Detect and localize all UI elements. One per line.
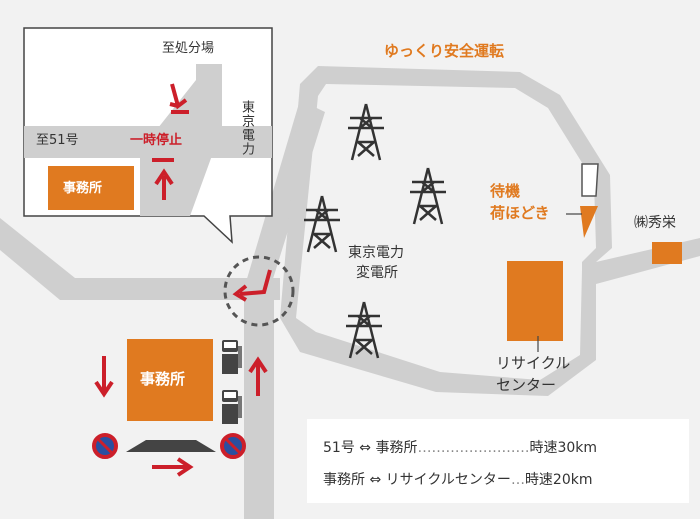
no-parking-icon bbox=[92, 433, 118, 459]
red-arrow-icon bbox=[154, 168, 174, 200]
map-title: ゆっくり安全運転 bbox=[384, 42, 505, 60]
inset-stop-label: 一時停止 bbox=[130, 133, 183, 148]
unloading-label: 荷ほどき bbox=[490, 204, 550, 222]
red-arrow-icon bbox=[94, 356, 114, 398]
inset-road-horizontal bbox=[24, 126, 272, 158]
road-main-vertical bbox=[244, 280, 274, 519]
waiting-slot bbox=[581, 163, 599, 197]
pylon-icon bbox=[410, 167, 446, 225]
red-arrow-icon bbox=[248, 356, 268, 396]
speed-row-2: 事務所 ⇔ リサイクルセンター…時速20km bbox=[323, 469, 593, 489]
shuei-label: ㈱秀栄 bbox=[634, 215, 676, 231]
truck-icon bbox=[222, 390, 242, 424]
speed-row-1-speed: 時速30km bbox=[529, 440, 598, 456]
speed-info-box: 51号 ⇔ 事務所……………………時速30km 事務所 ⇔ リサイクルセンター…… bbox=[307, 419, 689, 503]
recycle-center-label: センター bbox=[496, 376, 557, 394]
office-label: 事務所 bbox=[140, 370, 186, 388]
inset-office-label: 事務所 bbox=[63, 181, 103, 196]
red-arrow-icon bbox=[152, 457, 194, 477]
inset-office-block bbox=[48, 166, 134, 210]
truck-icon bbox=[222, 340, 242, 374]
stop-line bbox=[152, 158, 174, 162]
substation-label: 東京電力 bbox=[348, 245, 404, 261]
unloading-marker bbox=[580, 206, 598, 238]
red-arrow-icon bbox=[169, 83, 188, 110]
stop-line bbox=[171, 110, 189, 114]
speed-row-2-route: 事務所 ⇔ リサイクルセンター bbox=[323, 472, 511, 488]
pylon-icon bbox=[304, 195, 340, 253]
waiting-label: 待機 bbox=[490, 182, 521, 200]
speed-bump-icon bbox=[126, 440, 216, 452]
speed-row-1-dots: …………………… bbox=[417, 440, 530, 456]
office-block bbox=[127, 339, 213, 421]
road-loop bbox=[280, 66, 612, 396]
pylon-icon bbox=[348, 103, 384, 161]
recycle-center-label: リサイクル bbox=[496, 354, 571, 372]
inset-to-route51: 至51号 bbox=[36, 133, 79, 148]
pylon-icon bbox=[346, 301, 382, 359]
inset-to-disposal: 至処分場 bbox=[162, 41, 215, 56]
speed-row-2-speed: 時速20km bbox=[524, 472, 593, 488]
red-arrow-icon bbox=[232, 269, 272, 302]
speed-row-1-route: 51号 ⇔ 事務所 bbox=[323, 440, 418, 456]
substation-label: 変電所 bbox=[356, 265, 398, 281]
no-parking-icon bbox=[220, 433, 246, 459]
speed-row-2-dots: … bbox=[510, 472, 525, 488]
inset-tepco-label: 東京電力 bbox=[239, 100, 254, 156]
road-west bbox=[0, 218, 175, 300]
recycle-center-block bbox=[507, 261, 563, 341]
intersection-marker bbox=[223, 255, 295, 327]
inset-road-vertical bbox=[158, 64, 222, 216]
inset-panel bbox=[23, 27, 273, 244]
pylons bbox=[304, 103, 446, 359]
shuei-block bbox=[652, 242, 682, 264]
speed-row-1: 51号 ⇔ 事務所……………………時速30km bbox=[323, 437, 597, 457]
